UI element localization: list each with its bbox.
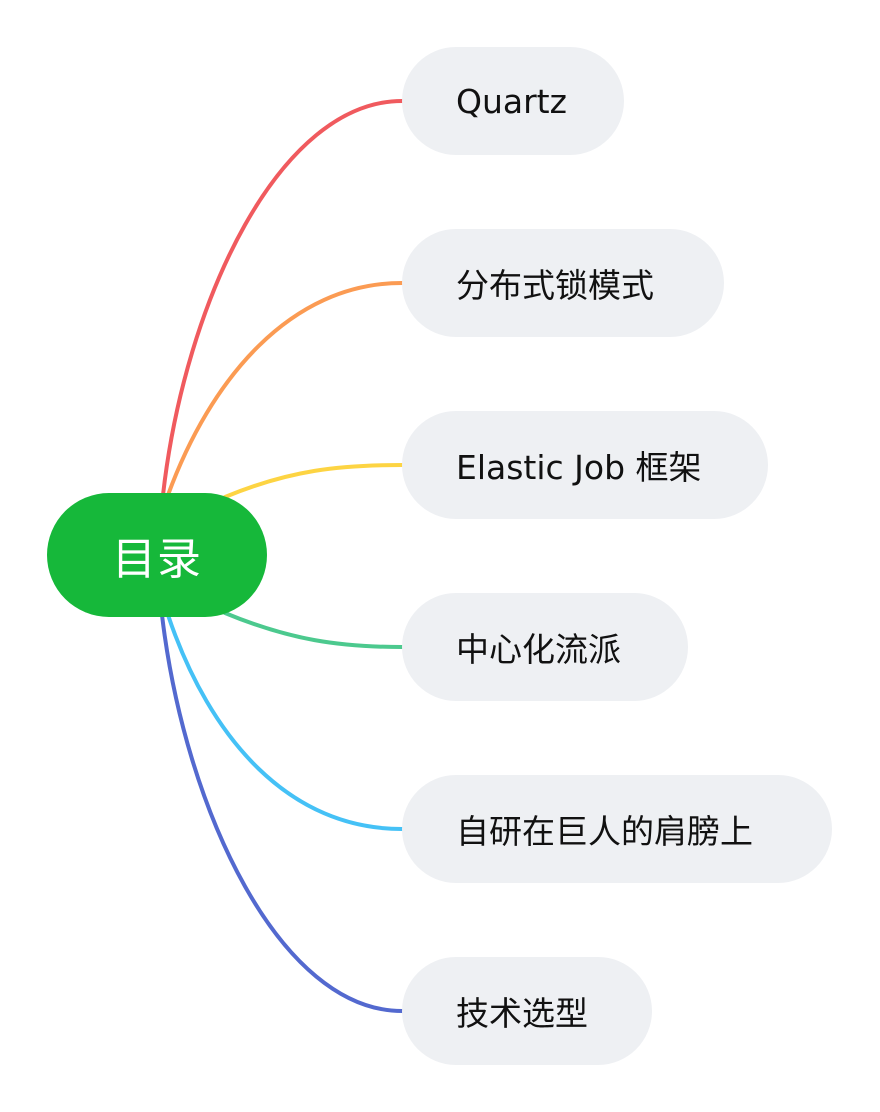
branch-node-label: 中心化流派 <box>456 630 621 669</box>
connector-elastic-job <box>223 463 404 499</box>
connector-quartz <box>161 99 404 497</box>
root-node-label: 目录 <box>112 534 202 585</box>
branch-node-tech-selection[interactable]: 技术选型 <box>402 957 652 1065</box>
branch-node-label: 技术选型 <box>456 994 588 1033</box>
branch-node-distributed-lock[interactable]: 分布式锁模式 <box>402 229 724 337</box>
connector-self-developed <box>166 613 404 831</box>
connector-distributed-lock <box>166 281 404 497</box>
connector-centralized <box>223 611 404 649</box>
branch-node-elastic-job[interactable]: Elastic Job 框架 <box>402 411 768 519</box>
branch-node-label: 自研在巨人的肩膀上 <box>456 812 753 851</box>
branch-node-label: 分布式锁模式 <box>456 266 654 305</box>
root-node[interactable]: 目录 <box>47 493 267 617</box>
branch-node-label: Quartz <box>456 81 567 121</box>
branch-node-self-developed[interactable]: 自研在巨人的肩膀上 <box>402 775 832 883</box>
connector-tech-selection <box>160 613 404 1013</box>
branch-node-quartz[interactable]: Quartz <box>402 47 624 155</box>
branch-node-label: Elastic Job 框架 <box>456 448 702 487</box>
branch-node-centralized[interactable]: 中心化流派 <box>402 593 688 701</box>
